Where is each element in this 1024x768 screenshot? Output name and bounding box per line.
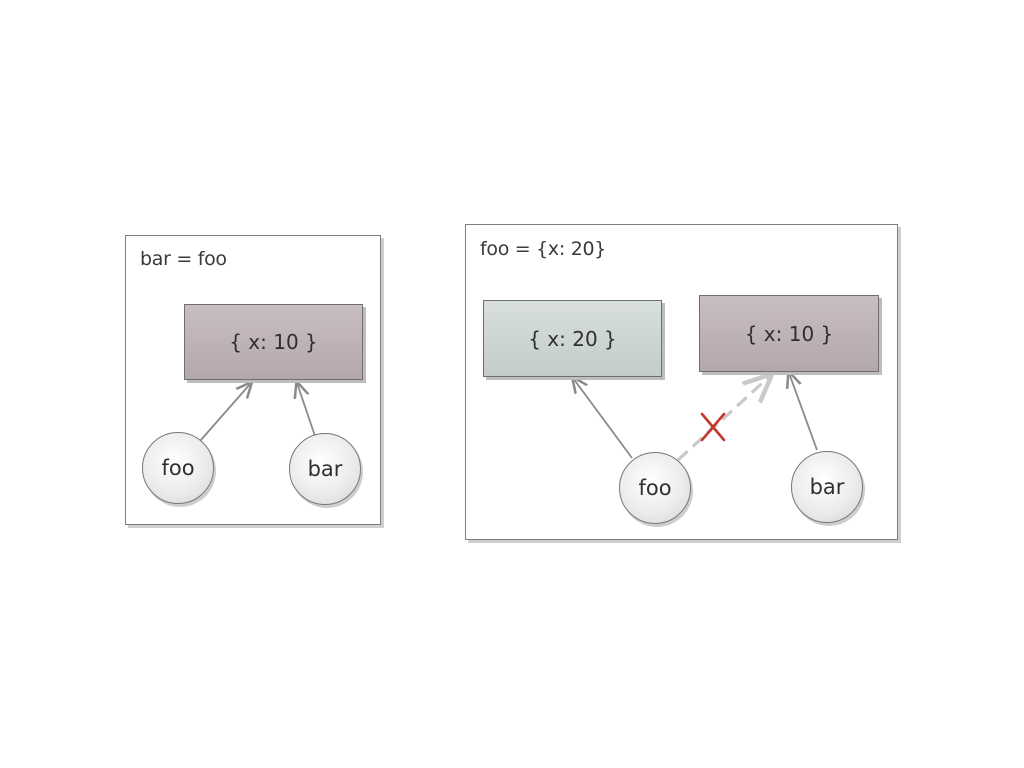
- variable-node-foo-left: foo: [142, 432, 214, 504]
- object-box-old: { x: 10 }: [699, 295, 879, 372]
- variable-node-bar-left: bar: [289, 433, 361, 505]
- variable-node-foo-right: foo: [619, 452, 691, 524]
- right-panel-title: foo = {x: 20}: [480, 238, 607, 260]
- object-box-left: { x: 10 }: [184, 304, 363, 380]
- left-panel-title: bar = foo: [140, 248, 227, 270]
- object-box-new: { x: 20 }: [483, 300, 662, 377]
- variable-node-bar-right: bar: [791, 451, 863, 523]
